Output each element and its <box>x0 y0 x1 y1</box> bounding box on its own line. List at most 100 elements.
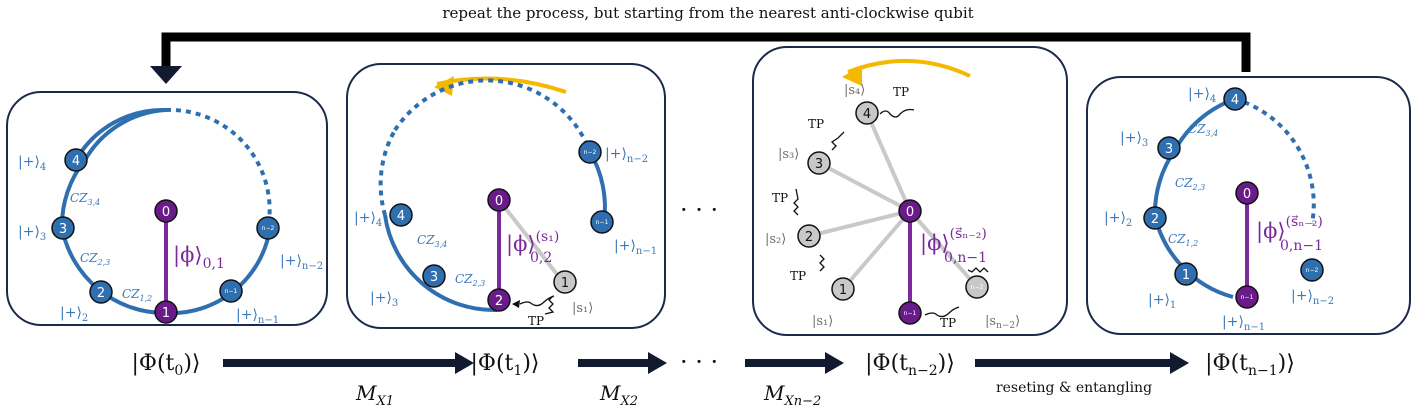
svg-text:|ϕ⟩(s₁): |ϕ⟩(s₁) <box>506 229 559 257</box>
svg-text:CZ3,4: CZ3,4 <box>70 191 100 207</box>
p2-node-2 <box>487 288 511 312</box>
svg-text:|sn−2⟩: |sn−2⟩ <box>985 314 1020 331</box>
svg-text:n−2: n−2 <box>584 149 597 156</box>
svg-text:3: 3 <box>430 270 438 285</box>
svg-text:n−2: n−2 <box>1306 267 1319 274</box>
p4-node-n-2 <box>1300 258 1324 282</box>
svg-text:|s₄⟩: |s₄⟩ <box>844 83 865 98</box>
state-tn-1: |Φ(tn−1)⟩ <box>1205 351 1295 379</box>
svg-text:0: 0 <box>906 205 914 220</box>
svg-text:CZ2,3: CZ2,3 <box>1175 176 1205 192</box>
svg-text:|+⟩2: |+⟩2 <box>60 305 88 324</box>
svg-text:CZ2,3: CZ2,3 <box>80 251 110 267</box>
svg-text:|+⟩n−2: |+⟩n−2 <box>1291 288 1334 307</box>
svg-text:TP: TP <box>808 117 824 131</box>
top-caption: repeat the process, but starting from th… <box>442 4 973 22</box>
p3-node-4 <box>855 101 879 125</box>
svg-text:1: 1 <box>1182 268 1190 283</box>
svg-text:|+⟩3: |+⟩3 <box>370 290 398 309</box>
svg-text:TP: TP <box>893 85 909 99</box>
ellipsis-mid: · · · <box>680 196 718 224</box>
svg-text:4: 4 <box>863 107 871 122</box>
state-t1: |Φ(t1)⟩ <box>471 351 540 379</box>
svg-text:n−2: n−2 <box>262 225 275 232</box>
ellipsis-bottom: · · · <box>680 348 718 376</box>
svg-text:n−1: n−1 <box>596 219 609 226</box>
svg-text:n−1: n−1 <box>904 310 917 317</box>
p2-node-4 <box>389 203 413 227</box>
svg-text:|+⟩n−2: |+⟩n−2 <box>280 253 323 272</box>
p4-node-4 <box>1223 87 1247 111</box>
svg-text:|+⟩2: |+⟩2 <box>1104 210 1132 229</box>
p3-node-1 <box>831 277 855 301</box>
svg-text:4: 4 <box>1231 93 1239 108</box>
svg-text:|+⟩n−2: |+⟩n−2 <box>605 146 648 165</box>
svg-text:TP: TP <box>790 269 806 283</box>
svg-text:|+⟩n−1: |+⟩n−1 <box>1222 314 1265 333</box>
svg-text:CZ1,2: CZ1,2 <box>1168 232 1198 248</box>
svg-text:|+⟩1: |+⟩1 <box>1148 292 1176 311</box>
svg-text:n−1: n−1 <box>1241 294 1254 301</box>
svg-text:|+⟩4: |+⟩4 <box>18 154 46 173</box>
p1-node-1 <box>154 300 178 324</box>
svg-text:MX2: MX2 <box>599 381 638 408</box>
svg-text:n−2: n−2 <box>971 284 984 291</box>
panel-3: 0 1 2 3 4 n−2 n−1 |s₁⟩ |s₂⟩ |s₃⟩ |s₄⟩ |s… <box>765 59 1020 331</box>
p1-node-3 <box>51 216 75 240</box>
svg-text:|+⟩3: |+⟩3 <box>18 224 46 243</box>
svg-text:0: 0 <box>495 194 503 209</box>
p3-node-n-1 <box>898 301 922 325</box>
svg-text:|ϕ⟩0,1: |ϕ⟩0,1 <box>173 243 225 272</box>
p1-node-n-1 <box>219 279 243 303</box>
p4-node-1 <box>1174 262 1198 286</box>
p3-node-0 <box>898 199 922 223</box>
svg-text:|s₁⟩: |s₁⟩ <box>812 314 833 329</box>
svg-text:TP: TP <box>772 191 788 205</box>
svg-text:1: 1 <box>561 276 569 291</box>
svg-text:|ϕ⟩(s⃗ₙ₋₂): |ϕ⟩(s⃗ₙ₋₂) <box>920 226 987 256</box>
svg-text:2: 2 <box>1151 212 1159 227</box>
p4-node-n-1 <box>1235 285 1259 309</box>
p2-node-1 <box>553 270 577 294</box>
svg-text:TP: TP <box>940 316 956 330</box>
svg-text:2: 2 <box>805 230 813 245</box>
svg-text:CZ1,2: CZ1,2 <box>122 287 152 303</box>
p2-rotate-arrow <box>434 76 454 96</box>
svg-text:n−1: n−1 <box>225 288 238 295</box>
svg-text:TP: TP <box>528 314 544 328</box>
svg-text:|s₂⟩: |s₂⟩ <box>765 232 786 247</box>
svg-text:3: 3 <box>1165 142 1173 157</box>
p2-node-n-2 <box>578 140 602 164</box>
svg-text:|s₃⟩: |s₃⟩ <box>778 147 799 162</box>
svg-text:CZ3,4: CZ3,4 <box>417 233 447 249</box>
svg-text:0,n−1: 0,n−1 <box>944 250 987 266</box>
panel-3-box <box>752 46 1068 336</box>
svg-text:2: 2 <box>97 286 105 301</box>
svg-text:|s₁⟩: |s₁⟩ <box>572 301 593 316</box>
svg-text:3: 3 <box>59 222 67 237</box>
p3-node-n-2 <box>965 275 989 299</box>
panel-4: 0 n−1 1 2 3 4 n−2 |+⟩4 |+⟩3 |+⟩2 |+⟩1 |+… <box>1104 86 1334 333</box>
p2-node-0 <box>487 188 511 212</box>
svg-text:|+⟩n−1: |+⟩n−1 <box>236 307 279 326</box>
svg-text:1: 1 <box>162 306 170 321</box>
p1-node-4 <box>64 148 88 172</box>
bottom-note: reseting & entangling <box>996 380 1152 396</box>
state-t0: |Φ(t0)⟩ <box>132 351 201 379</box>
svg-text:|+⟩n−1: |+⟩n−1 <box>614 238 657 257</box>
state-tn-2: |Φ(tn−2)⟩ <box>865 351 955 379</box>
feedback-arrow <box>150 32 1251 84</box>
svg-text:0: 0 <box>162 205 170 220</box>
svg-text:0: 0 <box>1243 187 1251 202</box>
svg-text:CZ3,4: CZ3,4 <box>1188 122 1218 138</box>
panel-1: 0 1 2 3 4 n−2 n−1 |+⟩4 |+⟩3 |+⟩2 |+⟩n−2 … <box>18 107 323 326</box>
svg-text:|+⟩4: |+⟩4 <box>1188 86 1216 105</box>
p4-node-0 <box>1235 181 1259 205</box>
svg-text:0,n−1: 0,n−1 <box>1280 238 1323 254</box>
p1-node-n-2 <box>256 216 280 240</box>
p3-node-3 <box>807 151 831 175</box>
svg-text:2: 2 <box>495 294 503 309</box>
svg-text:|ϕ⟩(s⃗ₙ₋₂): |ϕ⟩(s⃗ₙ₋₂) <box>1256 214 1323 244</box>
svg-text:MX1: MX1 <box>355 381 394 408</box>
